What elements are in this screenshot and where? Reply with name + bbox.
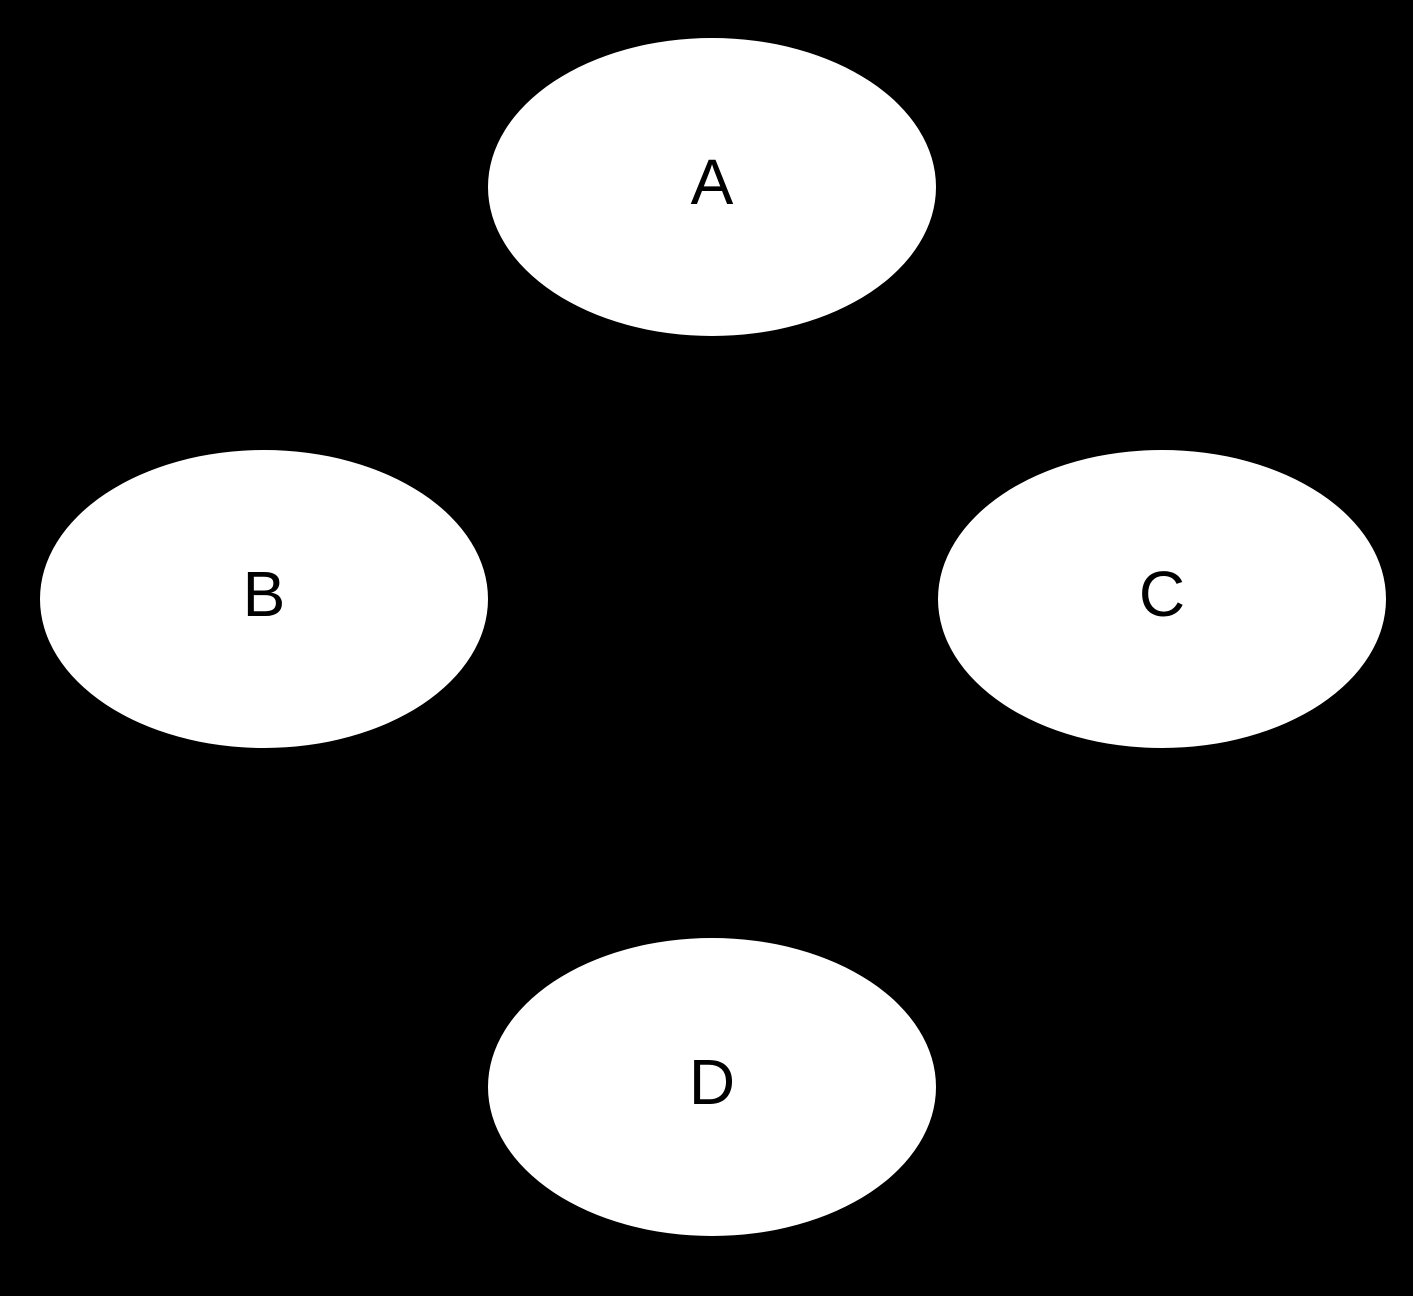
node-d-label: D (688, 1046, 736, 1118)
node-c-label: C (1138, 558, 1186, 630)
graph-node-d: D (488, 938, 936, 1236)
graph-node-b: B (40, 450, 488, 748)
node-b-label: B (242, 558, 286, 630)
graph-node-a: A (488, 38, 936, 336)
node-a-label: A (690, 146, 734, 218)
graph-node-c: C (938, 450, 1386, 748)
